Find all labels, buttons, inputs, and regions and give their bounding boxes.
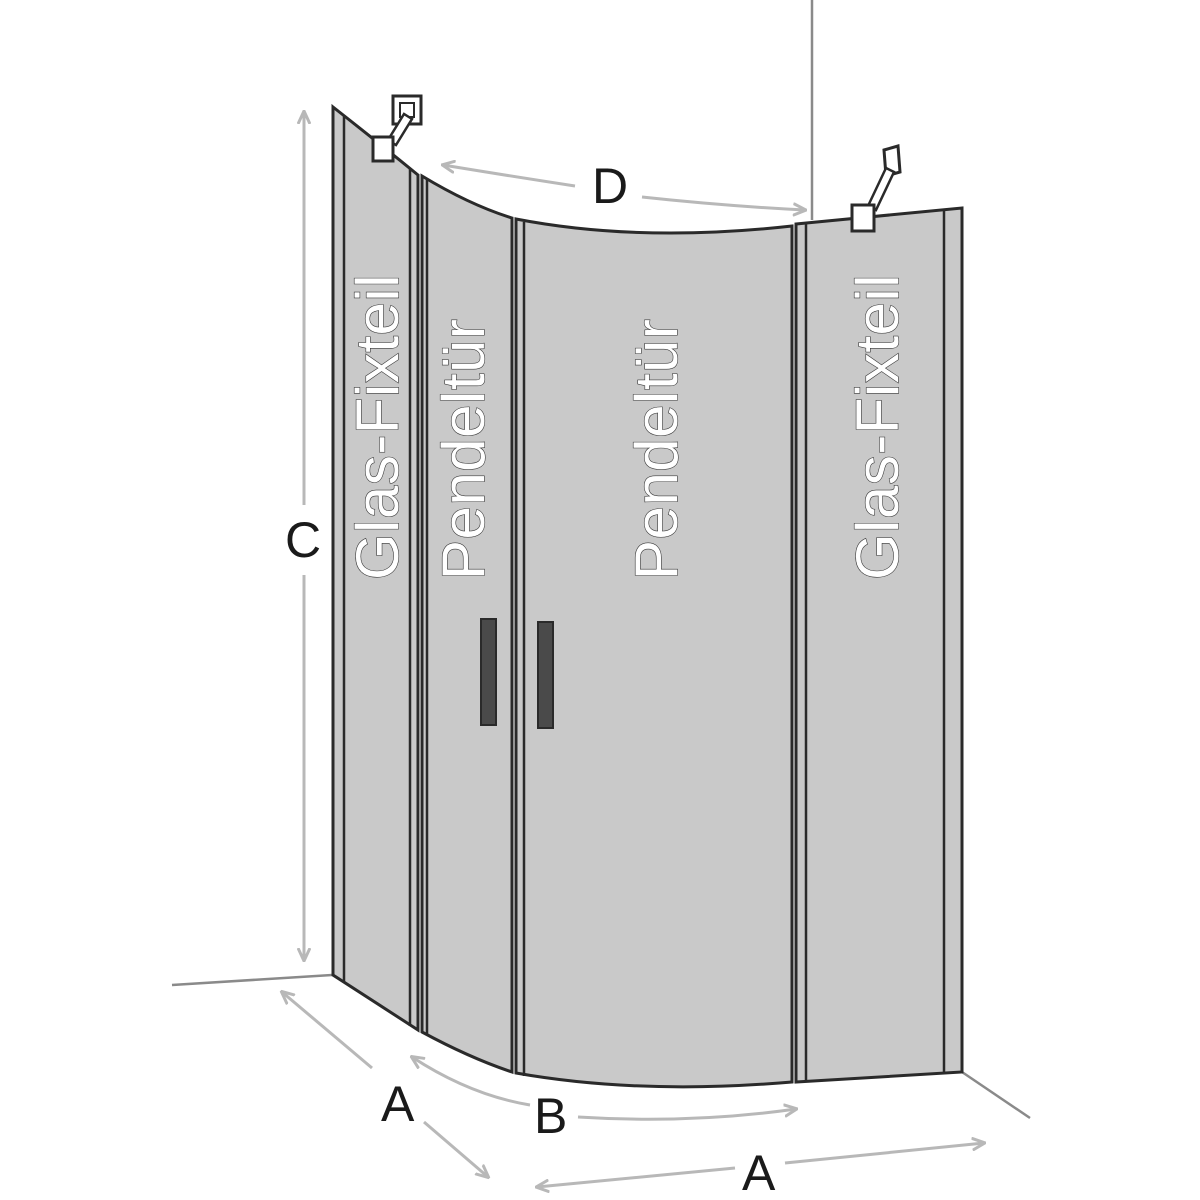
left-wall-bracket-icon bbox=[371, 94, 423, 163]
left-door-handle bbox=[480, 618, 497, 726]
dim-line-a-bottom-left bbox=[537, 1166, 736, 1187]
dim-line-d-right bbox=[641, 195, 805, 210]
left-door-panel bbox=[420, 173, 514, 1075]
dim-line-d-left bbox=[443, 165, 576, 188]
right-door-label: Pendeltür bbox=[623, 319, 690, 580]
right-fixed-label: Glas-Fixteil bbox=[844, 274, 911, 580]
dim-label-a-bottom: A bbox=[742, 1145, 776, 1200]
dim-line-a-left-bottom bbox=[423, 1120, 488, 1177]
left-door-label: Pendeltür bbox=[430, 319, 497, 580]
right-fixed-panel bbox=[794, 206, 964, 1084]
left-fixed-panel bbox=[331, 103, 420, 1033]
right-wall-bracket-icon bbox=[850, 144, 902, 233]
right-door-panel bbox=[514, 217, 794, 1089]
dim-line-b-left bbox=[412, 1057, 531, 1107]
floor-line-right bbox=[961, 1070, 1031, 1120]
dim-label-d: D bbox=[592, 158, 628, 214]
dim-label-b: B bbox=[534, 1088, 567, 1144]
dim-label-a-left: A bbox=[381, 1076, 415, 1132]
dim-line-a-left-top bbox=[282, 992, 373, 1070]
right-door-handle bbox=[537, 621, 554, 729]
left-door-glass bbox=[420, 173, 514, 1075]
left-fixed-glass bbox=[331, 103, 420, 1033]
right-fixed-glass bbox=[794, 206, 964, 1084]
wall-lines bbox=[171, 0, 1031, 1120]
right-door-glass bbox=[514, 217, 794, 1089]
dim-label-c: C bbox=[285, 512, 321, 568]
dim-line-b-right bbox=[577, 1109, 796, 1121]
dim-line-a-bottom-right bbox=[784, 1143, 984, 1165]
floor-line-left bbox=[171, 973, 333, 987]
dimension-lines bbox=[282, 112, 984, 1187]
left-fixed-label: Glas-Fixteil bbox=[344, 274, 411, 580]
